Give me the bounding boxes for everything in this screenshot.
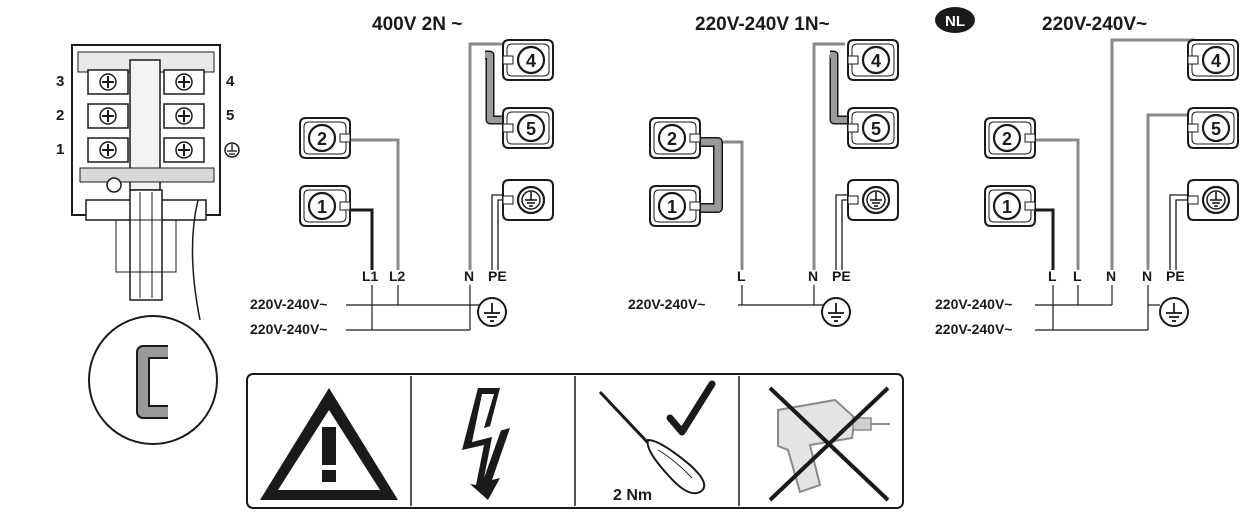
svg-text:220V-240V~: 220V-240V~ xyxy=(935,296,1012,312)
svg-text:220V-240V~: 220V-240V~ xyxy=(250,296,327,312)
config-220v-1n: 220V-240V 1N~ 2 1 4 5 L N PE 220V-240V~ xyxy=(628,14,900,327)
svg-text:L: L xyxy=(1073,268,1082,284)
svg-text:L1: L1 xyxy=(362,268,379,284)
terminal-2: 2 xyxy=(983,116,1037,160)
svg-text:PE: PE xyxy=(832,268,851,284)
svg-text:1: 1 xyxy=(667,197,677,217)
svg-text:2: 2 xyxy=(1002,129,1012,149)
block-num-5: 5 xyxy=(226,107,234,124)
earth-symbol xyxy=(477,297,507,327)
svg-text:1: 1 xyxy=(1002,197,1012,217)
terminal-earth xyxy=(1186,178,1240,222)
svg-text:N: N xyxy=(1106,268,1116,284)
safety-strip: 2 Nm xyxy=(246,373,904,509)
svg-text:2: 2 xyxy=(667,129,677,149)
svg-text:NL: NL xyxy=(945,13,965,30)
terminal-2: 2 xyxy=(298,116,352,160)
svg-text:L: L xyxy=(1048,268,1057,284)
lightning-icon xyxy=(462,388,510,500)
svg-text:5: 5 xyxy=(871,119,881,139)
check-icon xyxy=(666,380,716,436)
warning-icon xyxy=(260,388,398,500)
svg-text:4: 4 xyxy=(526,51,536,71)
svg-text:N: N xyxy=(464,268,474,284)
magnifier-circle xyxy=(88,315,218,445)
config-title: 400V 2N ~ xyxy=(372,14,462,35)
block-num-1: 1 xyxy=(56,141,64,158)
earth-icon xyxy=(224,142,240,158)
torque-label: 2 Nm xyxy=(613,487,652,504)
earth-symbol xyxy=(1159,297,1189,327)
config-400v-2n: 400V 2N ~ 2 1 4 5 L1 L2 N PE xyxy=(250,14,555,337)
earth-symbol xyxy=(821,297,851,327)
svg-text:220V-240V~: 220V-240V~ xyxy=(250,321,327,337)
nl-badge: NL xyxy=(935,7,975,33)
svg-text:1: 1 xyxy=(317,197,327,217)
svg-text:5: 5 xyxy=(526,119,536,139)
terminal-1: 1 xyxy=(648,184,702,228)
svg-text:2: 2 xyxy=(317,129,327,149)
terminal-1: 1 xyxy=(983,184,1037,228)
svg-text:L: L xyxy=(737,268,746,284)
terminal-5: 5 xyxy=(1186,106,1240,150)
svg-text:L2: L2 xyxy=(389,268,406,284)
svg-text:PE: PE xyxy=(1166,268,1185,284)
terminal-earth xyxy=(501,178,555,222)
terminal-4: 4 xyxy=(1186,38,1240,82)
terminal-2: 2 xyxy=(648,116,702,160)
config-nl-220v: NL 220V-240V~ 2 1 4 5 L L N N PE xyxy=(935,7,1240,337)
config-title: 220V-240V 1N~ xyxy=(695,14,830,35)
svg-text:5: 5 xyxy=(1211,119,1221,139)
svg-text:4: 4 xyxy=(1211,51,1221,71)
terminal-5: 5 xyxy=(846,106,900,150)
svg-text:PE: PE xyxy=(488,268,507,284)
terminal-1: 1 xyxy=(298,184,352,228)
block-num-2: 2 xyxy=(56,107,64,124)
terminal-5: 5 xyxy=(501,106,555,150)
config-title: 220V-240V~ xyxy=(1042,14,1147,35)
svg-text:N: N xyxy=(808,268,818,284)
svg-text:220V-240V~: 220V-240V~ xyxy=(935,321,1012,337)
svg-text:4: 4 xyxy=(871,51,881,71)
terminal-4: 4 xyxy=(846,38,900,82)
svg-text:220V-240V~: 220V-240V~ xyxy=(628,296,705,312)
block-num-4: 4 xyxy=(226,73,235,90)
screwdriver-icon xyxy=(598,390,706,495)
svg-text:N: N xyxy=(1142,268,1152,284)
terminal-4: 4 xyxy=(501,38,555,82)
terminal-earth xyxy=(846,178,900,222)
terminal-block-drawing: 3 2 1 4 5 xyxy=(56,44,240,445)
block-num-3: 3 xyxy=(56,73,64,90)
no-power-drill-icon xyxy=(768,386,890,502)
